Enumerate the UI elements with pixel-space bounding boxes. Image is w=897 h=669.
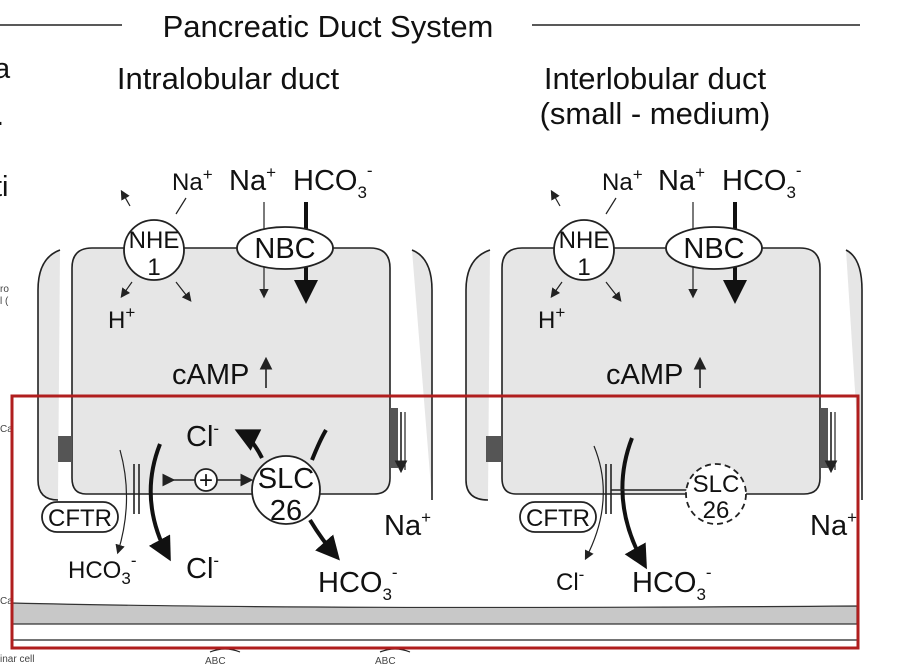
na-right-label: Na+ bbox=[384, 508, 431, 542]
cftr-label: CFTR bbox=[48, 505, 112, 532]
cftr-channel bbox=[41, 501, 119, 533]
slc26-hco3-out-arrow bbox=[308, 518, 340, 561]
hco3-left-label: HCO3- bbox=[68, 551, 136, 588]
na-top-label: Na+ bbox=[229, 163, 276, 197]
duct-cell-interlobular bbox=[501, 247, 821, 495]
duct-lumen-wall bbox=[11, 602, 858, 625]
na-small-label: Na+ bbox=[172, 165, 213, 196]
nhe-label-2: NHE bbox=[559, 227, 610, 254]
cl-top-label: Cl- bbox=[186, 419, 219, 453]
slc-number-2: 26 bbox=[703, 497, 730, 524]
nhe-h-out-arrow-2 bbox=[550, 281, 563, 298]
nbc-label-2: NBC bbox=[683, 233, 744, 265]
intralobular-heading: Intralobular duct bbox=[117, 61, 340, 96]
na-top-label-2: Na+ bbox=[658, 163, 705, 197]
bottom-fragment-1: ABC bbox=[205, 656, 226, 664]
left-fragment-3: ti bbox=[0, 171, 9, 203]
hco3-top-label: HCO3- bbox=[293, 161, 373, 202]
cftr-cl-arrow-2 bbox=[584, 445, 604, 561]
neighbor-cell-right bbox=[411, 249, 433, 500]
left-fragment-6: Ca bbox=[0, 424, 13, 435]
hco3-bottom-label-2: HCO3- bbox=[632, 563, 712, 604]
svg-text:+: + bbox=[199, 467, 213, 494]
nhe-number: 1 bbox=[147, 254, 160, 281]
cl-bottom-label-2: Cl- bbox=[556, 565, 584, 596]
cftr-channel-2 bbox=[519, 501, 597, 533]
neighbor-cell-left-2 bbox=[465, 249, 491, 501]
neighbor-cell-left bbox=[37, 249, 61, 501]
interlobular-subheading: (small - medium) bbox=[540, 96, 771, 131]
camp-label: cAMP bbox=[172, 359, 249, 391]
interlobular-heading: Interlobular duct bbox=[544, 61, 767, 96]
tight-junction-right bbox=[390, 408, 398, 468]
duct-cell-intralobular bbox=[71, 247, 391, 495]
nhe1-exchanger-2 bbox=[553, 219, 615, 281]
panel-interlobular: Interlobular duct (small - medium) Na+ N… bbox=[465, 61, 863, 604]
slc-number: 26 bbox=[270, 495, 302, 527]
camp-label-2: cAMP bbox=[606, 359, 683, 391]
highlight-box bbox=[10, 394, 860, 650]
bottom-fragment-2: ABC bbox=[375, 656, 396, 664]
cftr-label-2: CFTR bbox=[526, 505, 590, 532]
h-label: H+ bbox=[108, 303, 135, 334]
h-label-2: H+ bbox=[538, 303, 565, 334]
hco3-top-label-2: HCO3- bbox=[722, 161, 802, 202]
left-fragment-4: ro bbox=[0, 284, 9, 295]
tight-junction-left bbox=[58, 436, 72, 462]
left-fragment-1: a bbox=[0, 53, 11, 85]
slc-label-2: SLC bbox=[693, 471, 740, 498]
nhe-na-in-arrow-2 bbox=[550, 189, 561, 207]
acinar-cell-fragment: inar cell bbox=[0, 654, 34, 664]
slc26-cl-in-arrow bbox=[234, 429, 264, 459]
nhe-label: NHE bbox=[129, 227, 180, 254]
tight-junction-right-2 bbox=[820, 408, 828, 468]
stimulation-sign bbox=[194, 468, 218, 492]
na-small-label-2: Na+ bbox=[602, 165, 643, 196]
nhe-na-in-arrow bbox=[120, 189, 131, 207]
left-fragment-2: . bbox=[0, 100, 4, 132]
hco3-bottom-label: HCO3- bbox=[318, 563, 398, 604]
cftr-hco3-arrow bbox=[115, 449, 128, 555]
nbc-label: NBC bbox=[254, 233, 315, 265]
nbc-cotransporter-2 bbox=[665, 226, 763, 270]
nhe-number-2: 1 bbox=[577, 254, 590, 281]
nhe1-exchanger bbox=[123, 219, 185, 281]
nhe-h-out-arrow bbox=[120, 281, 133, 298]
panel-intralobular: Intralobular duct Na+ NHE 1 Na+ H+ NBC N… bbox=[37, 61, 433, 604]
tight-junction-left-2 bbox=[486, 436, 502, 462]
nbc-cotransporter bbox=[236, 226, 334, 270]
slc-label: SLC bbox=[258, 463, 314, 495]
na-right-label-2: Na+ bbox=[810, 508, 857, 542]
left-fragment-5: l ( bbox=[0, 296, 9, 307]
diagram-title: Pancreatic Duct System bbox=[163, 9, 494, 44]
left-fragment-7: Ca bbox=[0, 596, 13, 607]
cftr-cl-arrow bbox=[148, 443, 171, 562]
cftr-hco3-arrow-2 bbox=[620, 437, 647, 570]
slc26-exchanger-inactive bbox=[685, 463, 747, 525]
neighbor-cell-right-2 bbox=[845, 249, 863, 500]
cl-bottom-label: Cl- bbox=[186, 551, 219, 585]
slc26-exchanger bbox=[251, 455, 321, 525]
